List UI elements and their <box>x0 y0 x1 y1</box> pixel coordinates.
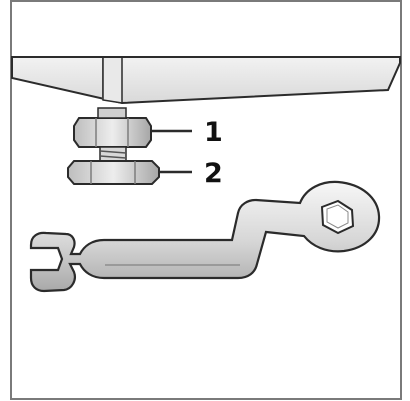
open-end-wrench-icon <box>29 180 381 293</box>
lower-adjustable-foot-icon <box>67 160 160 185</box>
upper-lock-nut-icon <box>73 107 152 148</box>
callout-2-label: 2 <box>204 158 223 189</box>
appliance-base-icon <box>11 56 401 105</box>
callout-1-label: 1 <box>204 117 223 148</box>
